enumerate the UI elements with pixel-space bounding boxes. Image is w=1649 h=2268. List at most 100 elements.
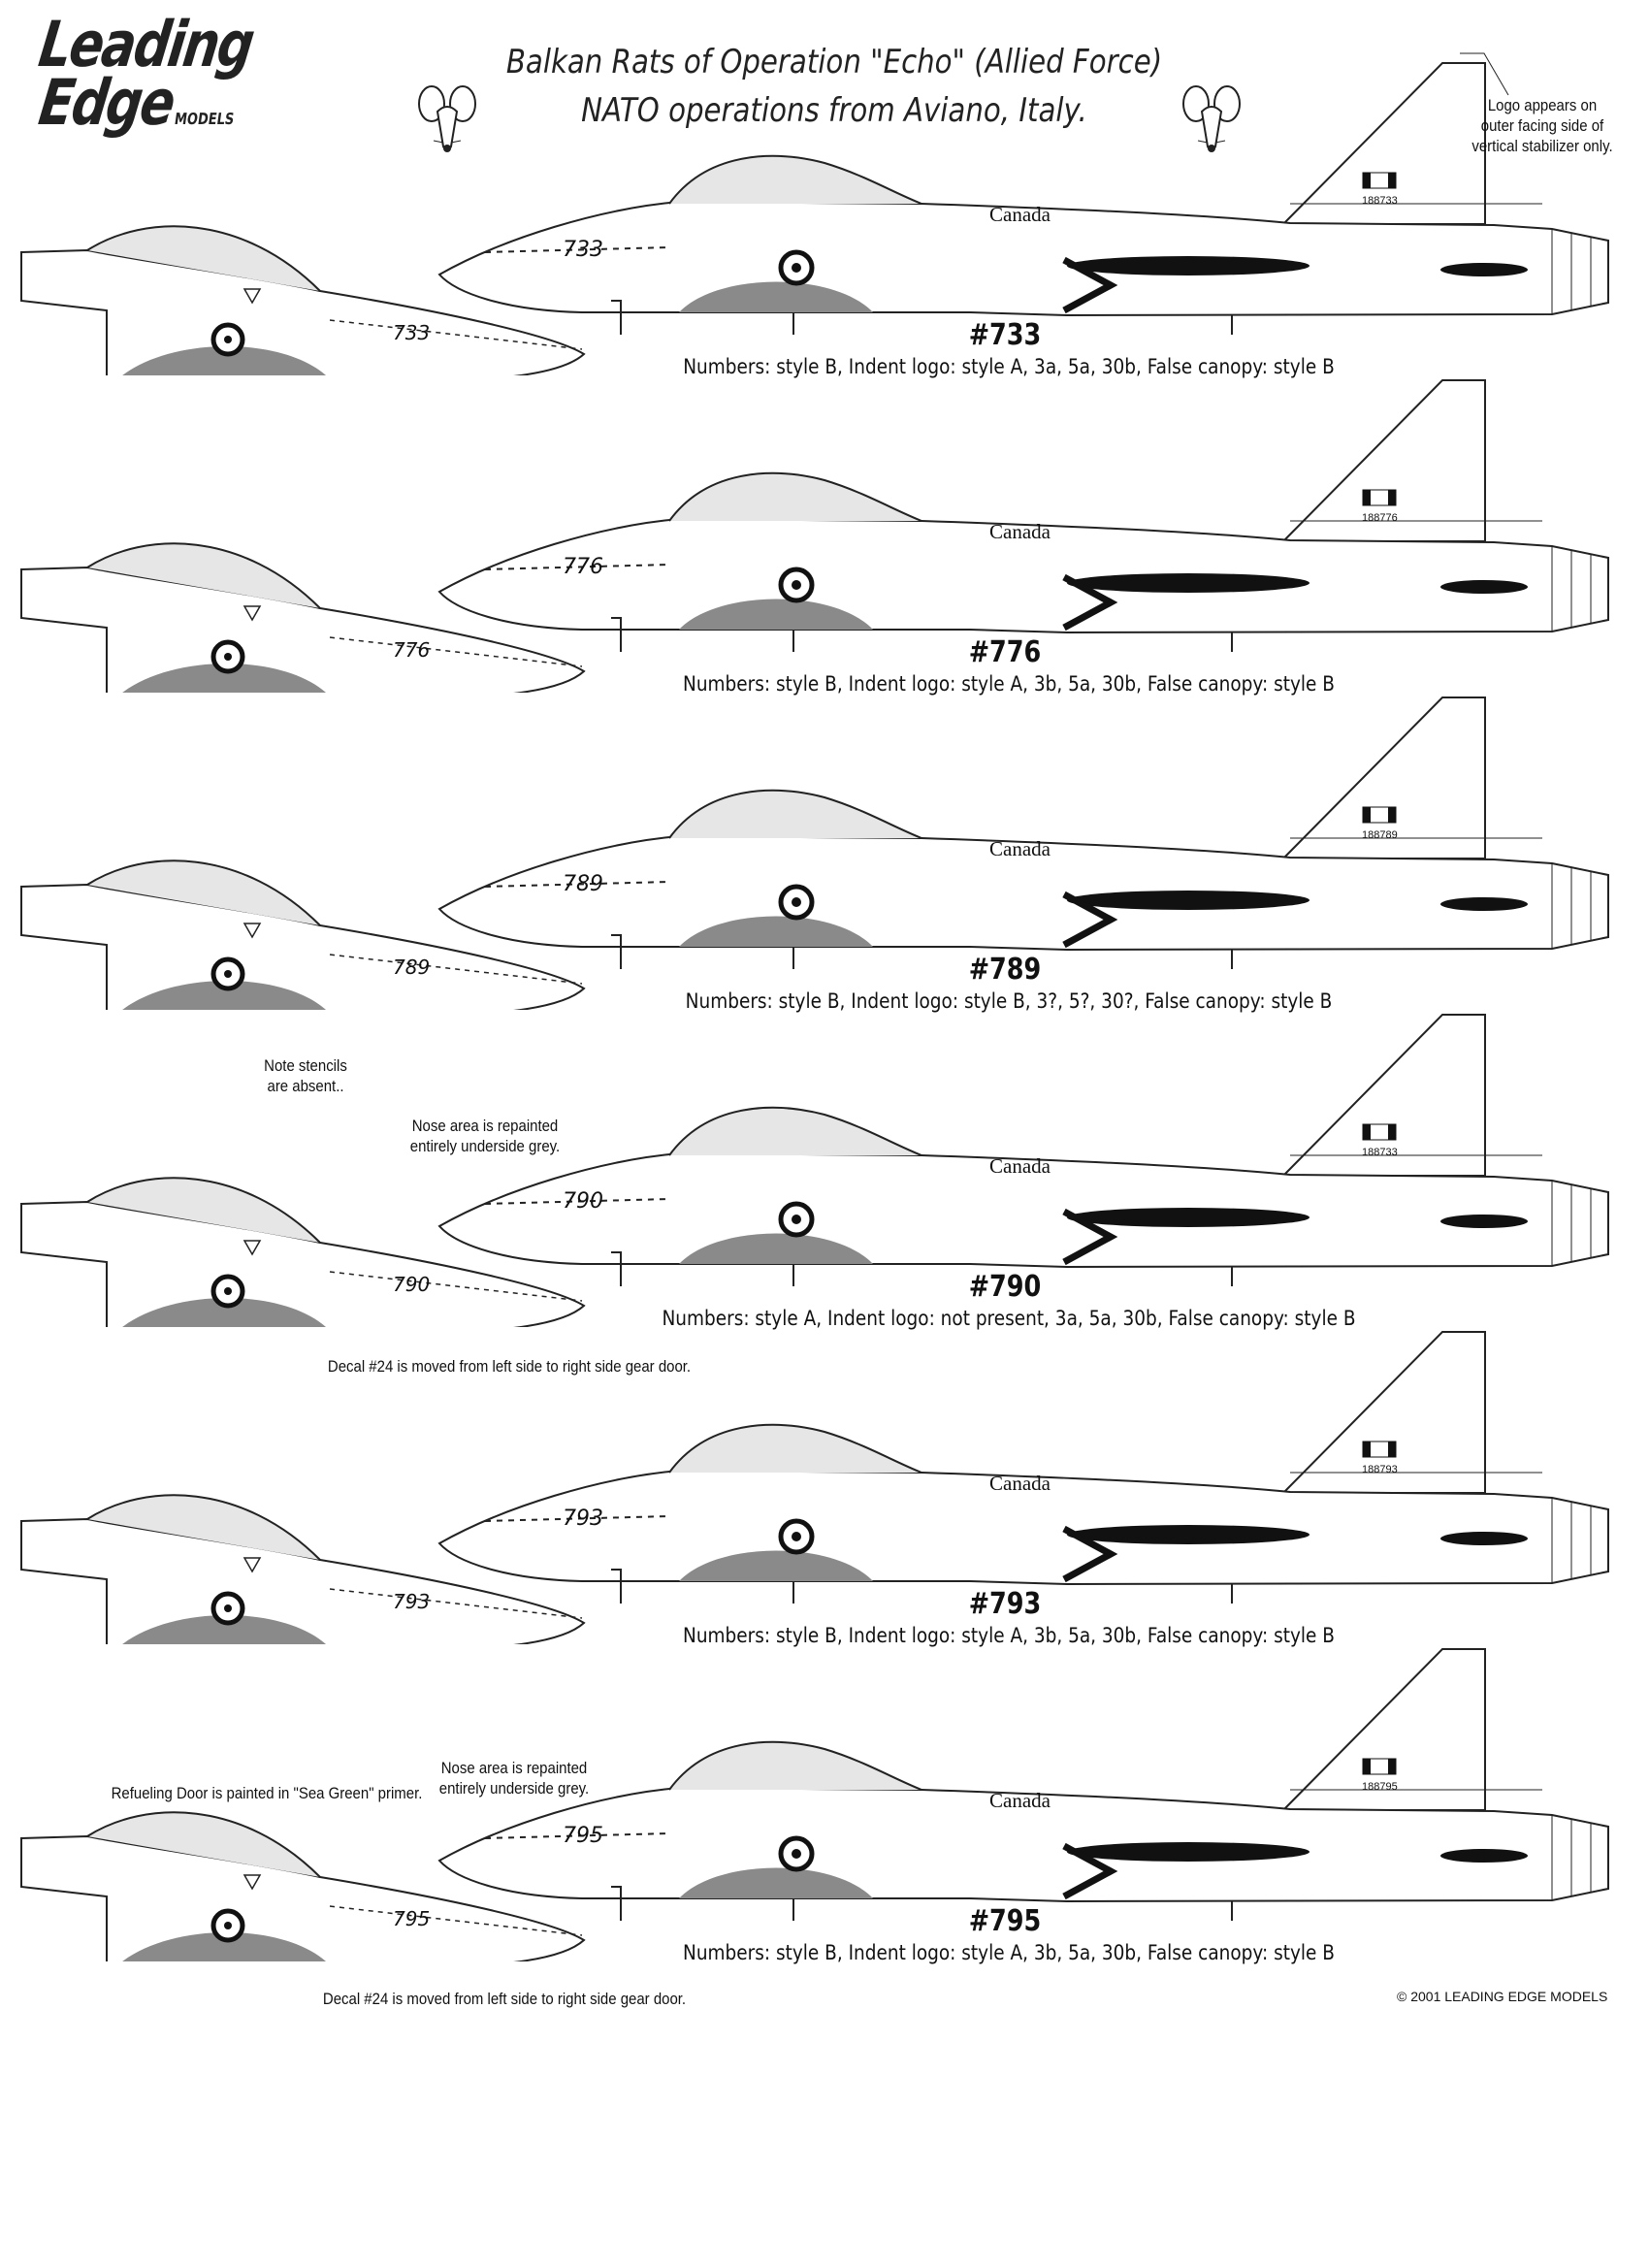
- fuselage-canada-text: Canada: [989, 520, 1051, 543]
- aircraft-caption: Numbers: style B, Indent logo: style A, …: [683, 1624, 1335, 1647]
- rat-mascot-icon: [418, 85, 476, 152]
- aircraft-drawing: 795 Canada 188795 795: [20, 1648, 1609, 1961]
- modex-number: 795: [563, 1824, 603, 1848]
- nose-modex-number: 776: [393, 638, 430, 662]
- canopy: [668, 1423, 922, 1474]
- aircraft-profile-790: 790 Canada 188733 790 #790 Numbers: styl…: [0, 1010, 1649, 1330]
- canopy: [668, 471, 922, 522]
- lex-strake: [1067, 1842, 1310, 1862]
- belly-shading: [679, 599, 873, 630]
- nose-detail-view: [20, 1494, 586, 1644]
- note-decal-24: Decal #24 is moved from left side to rig…: [327, 1357, 692, 1376]
- aircraft-profile-733: 733 Canada 188733 733 #733 Numbers: styl…: [0, 58, 1649, 378]
- aircraft-drawing: 790 Canada 188733 790: [20, 1014, 1609, 1327]
- nose-modex-number: 793: [393, 1590, 430, 1613]
- tail-serial: 188733: [1362, 1147, 1398, 1158]
- modex-number: 776: [563, 555, 603, 579]
- triangle-marker-icon: [242, 605, 262, 622]
- lex-strake: [1067, 1525, 1310, 1544]
- belly-shading: [679, 281, 873, 312]
- nose-modex-number: 733: [393, 321, 430, 344]
- fuselage-canada-text: Canada: [989, 1789, 1051, 1812]
- aircraft-label: #789: [968, 953, 1042, 987]
- fuselage-canada-text: Canada: [989, 837, 1051, 860]
- nose-modex-number: 789: [393, 956, 430, 979]
- triangle-marker-icon: [242, 1557, 262, 1573]
- aircraft-profile-795: 795 Canada 188795 795 #795 Numbers: styl…: [0, 1644, 1649, 1964]
- aircraft-label: #795: [968, 1904, 1042, 1938]
- tail-strake: [1440, 1532, 1528, 1545]
- tail-serial: 188733: [1362, 195, 1398, 207]
- nose-canopy: [86, 1177, 321, 1244]
- lex-strake: [1067, 573, 1310, 593]
- aircraft-label: #790: [968, 1270, 1042, 1304]
- nose-canopy: [86, 1494, 321, 1561]
- aircraft-profile-793: 793 Canada 188793 793 #793 Numbers: styl…: [0, 1327, 1649, 1647]
- fuselage-canada-text: Canada: [989, 203, 1051, 226]
- belly-shading: [679, 1233, 873, 1264]
- nose-modex-number: 795: [393, 1907, 430, 1930]
- page-title: Balkan Rats of Operation "Echo" (Allied …: [505, 43, 1163, 81]
- rat-mascot-icon: [1182, 85, 1241, 152]
- chevron-marking: [1062, 891, 1118, 949]
- nose-detail-view: [20, 1177, 586, 1327]
- modex-number: 789: [563, 872, 603, 896]
- aircraft-caption: Numbers: style B, Indent logo: style B, …: [685, 989, 1333, 1013]
- chevron-marking: [1062, 1525, 1118, 1583]
- modex-number: 790: [563, 1189, 603, 1214]
- nose-detail-view: [20, 1811, 586, 1961]
- tail-serial: 188776: [1362, 512, 1398, 524]
- main-side-view: [437, 1331, 1609, 1604]
- main-side-view: [437, 697, 1609, 969]
- tail-strake: [1440, 580, 1528, 594]
- canopy: [668, 1740, 922, 1791]
- nose-canopy: [86, 225, 321, 292]
- aircraft-caption: Numbers: style B, Indent logo: style A, …: [683, 1941, 1335, 1964]
- aircraft-drawing: 733 Canada 188733 733: [20, 62, 1609, 375]
- aircraft-label: #793: [968, 1587, 1042, 1621]
- belly-shading: [679, 1550, 873, 1581]
- nose-belly-shading: [122, 664, 326, 693]
- nose-modex-number: 790: [393, 1273, 430, 1296]
- canopy: [668, 1106, 922, 1156]
- modex-number: 733: [563, 238, 603, 262]
- aircraft-profile-789: 789 Canada 188789 789 #789 Numbers: styl…: [0, 693, 1649, 1013]
- chevron-marking: [1062, 1208, 1118, 1266]
- main-side-view: [437, 1014, 1609, 1286]
- aircraft-caption: Numbers: style A, Indent logo: not prese…: [662, 1307, 1356, 1330]
- chevron-marking: [1062, 1842, 1118, 1900]
- tail-strake: [1440, 1215, 1528, 1228]
- aircraft-drawing: 793 Canada 188793 793: [20, 1331, 1609, 1644]
- main-side-view: [437, 62, 1609, 335]
- aircraft-caption: Numbers: style B, Indent logo: style A, …: [683, 355, 1335, 378]
- note-refueling-door: Refueling Door is painted in "Sea Green"…: [111, 1784, 423, 1802]
- nose-detail-view: [20, 542, 586, 693]
- note-decal-24-2: Decal #24 is moved from left side to rig…: [322, 1990, 687, 2008]
- triangle-marker-icon: [242, 1874, 262, 1891]
- chevron-marking: [1062, 573, 1118, 632]
- leader-line: [1460, 52, 1509, 96]
- fuselage-canada-text: Canada: [989, 1472, 1051, 1495]
- note-logo-appears: Logo appears on outer facing side of ver…: [1471, 96, 1613, 155]
- nose-canopy: [86, 1811, 321, 1878]
- chevron-marking: [1062, 256, 1118, 314]
- lex-strake: [1067, 1208, 1310, 1227]
- tail-strake: [1440, 897, 1528, 911]
- nose-detail-view: [20, 859, 586, 1010]
- lex-strake: [1067, 891, 1310, 910]
- nose-belly-shading: [122, 346, 326, 375]
- main-side-view: [437, 379, 1609, 652]
- triangle-marker-icon: [242, 288, 262, 305]
- tail-serial: 188793: [1362, 1464, 1398, 1475]
- aircraft-drawing: 789 Canada 188789 789: [20, 697, 1609, 1010]
- fuselage-canada-text: Canada: [989, 1154, 1051, 1178]
- main-side-view: [437, 1648, 1609, 1921]
- copyright: © 2001 LEADING EDGE MODELS: [1397, 1989, 1608, 2004]
- lex-strake: [1067, 256, 1310, 275]
- aircraft-profile-776: 776 Canada 188776 776 #776 Numbers: styl…: [0, 375, 1649, 696]
- nose-detail-view: [20, 225, 586, 375]
- tail-strake: [1440, 1849, 1528, 1863]
